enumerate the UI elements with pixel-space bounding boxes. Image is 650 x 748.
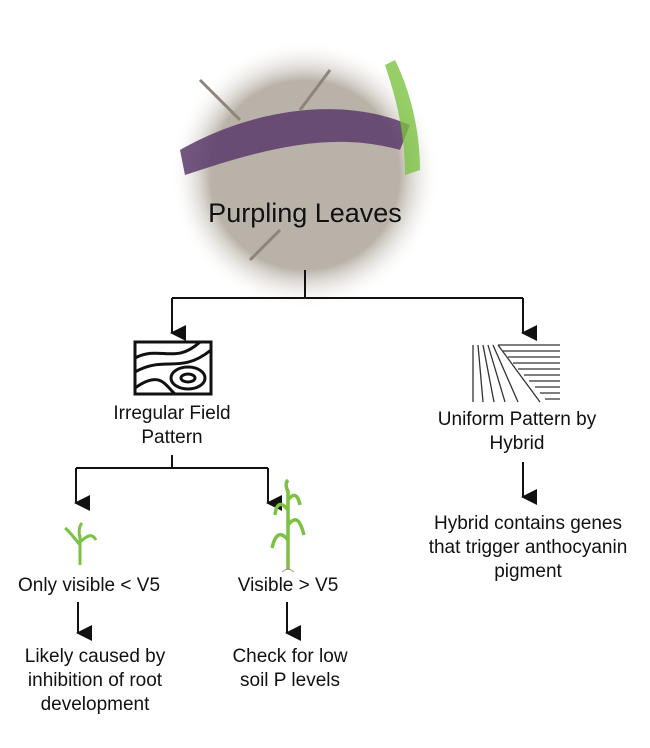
connectors xyxy=(74,270,537,641)
result-line: Hybrid contains genes xyxy=(433,513,622,534)
result-line: Check for low xyxy=(232,646,348,667)
tall-plant-icon xyxy=(270,478,306,573)
irregular-pattern-label: Irregular Field Pattern xyxy=(113,402,230,450)
irregular-field-icon xyxy=(133,340,213,396)
result-line: pigment xyxy=(494,561,562,582)
uniform-pattern-label: Uniform Pattern by Hybrid xyxy=(438,408,596,456)
label-line: Uniform Pattern by xyxy=(437,409,597,430)
label-line: Pattern xyxy=(141,427,203,448)
purple-leaf-photo xyxy=(170,40,440,310)
early-stage-label: Only visible < V5 xyxy=(17,575,161,596)
result-line: inhibition of root xyxy=(27,670,163,691)
small-plant-icon xyxy=(64,521,98,565)
result-line: development xyxy=(40,694,150,715)
result-line: Likely caused by xyxy=(24,646,166,667)
uniform-pattern-icon xyxy=(472,344,560,403)
late-stage-result: Check for low soil P levels xyxy=(232,645,347,693)
result-line: soil P levels xyxy=(240,670,340,691)
label-line: Hybrid xyxy=(489,433,545,454)
label-line: Irregular Field xyxy=(113,403,231,424)
late-stage-label: Visible > V5 xyxy=(237,575,339,596)
result-line: that trigger anthocyanin xyxy=(428,537,628,558)
early-stage-result: Likely caused by inhibition of root deve… xyxy=(25,645,165,717)
hybrid-result: Hybrid contains genes that trigger antho… xyxy=(429,512,628,584)
root-title: Purpling Leaves xyxy=(208,198,402,228)
